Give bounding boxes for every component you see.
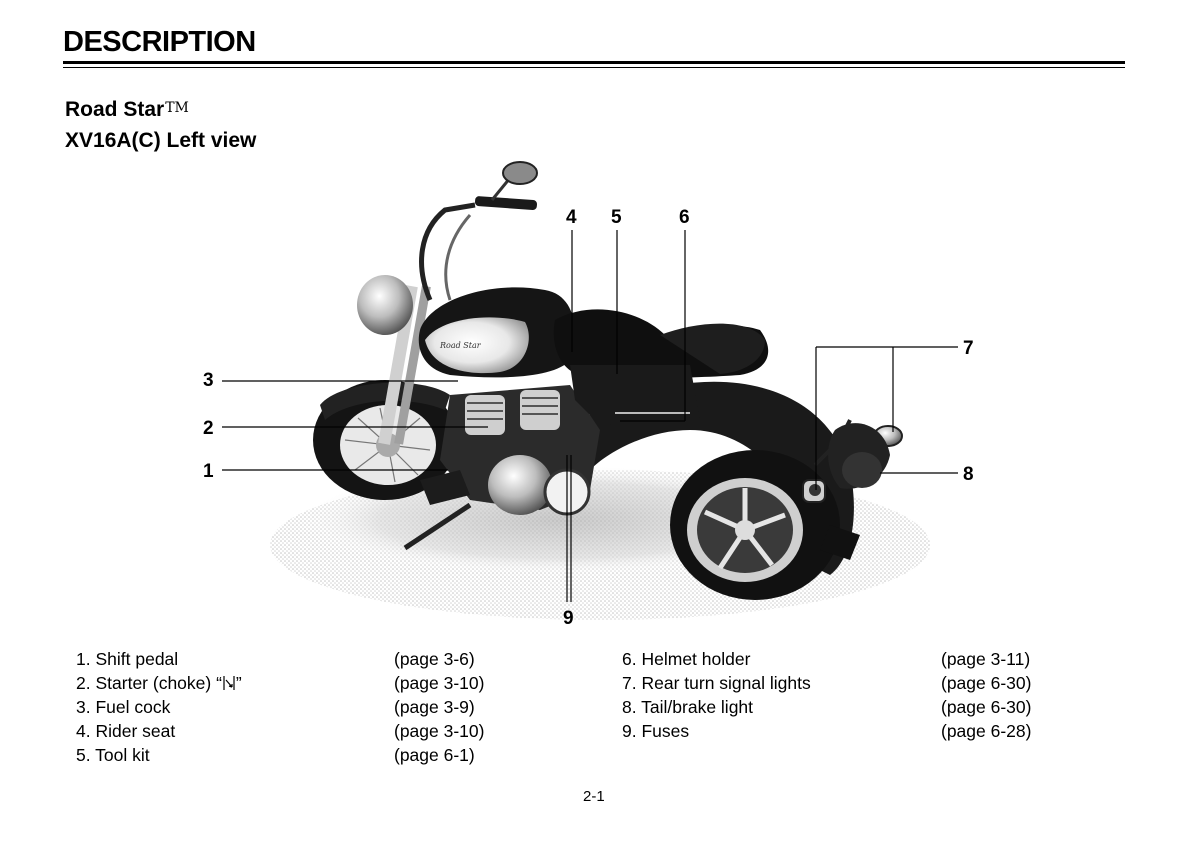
- legend-pages-right: (page 3-11) (page 6-30) (page 6-30) (pag…: [941, 647, 1031, 743]
- legend-item-9: 9. Fuses: [622, 721, 690, 741]
- rear-fender: [590, 381, 854, 575]
- view-title: XV16A(C) Left view: [65, 129, 257, 152]
- legend-item-4: 4. Rider seat: [76, 721, 176, 741]
- legend-labels-right: 6. Helmet holder 7. Rear turn signal lig…: [622, 647, 811, 743]
- model-name-text: Road Star: [65, 98, 165, 121]
- callout-9: 9: [563, 608, 574, 629]
- callout-5: 5: [611, 207, 622, 228]
- model-name: Road StarTM: [65, 98, 189, 122]
- svg-text:Road Star: Road Star: [439, 341, 482, 350]
- headlight: [357, 275, 413, 335]
- legend-pages-left: (page 3-6) (page 3-10) (page 3-9) (page …: [394, 647, 484, 767]
- page-number: 2-1: [583, 788, 605, 805]
- legend-page-7: (page 6-30): [941, 673, 1032, 693]
- callout-2: 2: [203, 418, 214, 439]
- legend-item-8: 8. Tail/brake light: [622, 697, 754, 717]
- legend-page-4: (page 3-10): [394, 721, 485, 741]
- mirror: [502, 161, 538, 185]
- legend-page-8: (page 6-30): [941, 697, 1032, 717]
- legend-item-2: 2. Starter (choke) “”: [76, 673, 242, 693]
- choke-icon: [223, 676, 235, 690]
- legend-page-9: (page 6-28): [941, 721, 1032, 741]
- legend-labels-left: 1. Shift pedal 2. Starter (choke) “” 3. …: [76, 647, 242, 767]
- title-rule-thin: [63, 67, 1125, 68]
- page-title: DESCRIPTION: [63, 26, 256, 58]
- legend-page-2: (page 3-10): [394, 673, 485, 693]
- callout-3: 3: [203, 370, 214, 391]
- callout-6: 6: [679, 207, 690, 228]
- trademark-symbol: TM: [165, 100, 189, 116]
- title-rule-thick: [63, 61, 1125, 64]
- legend-page-3: (page 3-9): [394, 697, 475, 717]
- legend-item-7: 7. Rear turn signal lights: [622, 673, 811, 693]
- callout-8: 8: [963, 464, 974, 485]
- legend-page-1: (page 3-6): [394, 649, 475, 669]
- callout-lines: [222, 230, 958, 602]
- legend-item-5: 5. Tool kit: [76, 745, 150, 765]
- legend-item-6: 6. Helmet holder: [622, 649, 751, 669]
- callout-7: 7: [963, 338, 974, 359]
- callout-4: 4: [566, 207, 577, 228]
- legend-item-1: 1. Shift pedal: [76, 649, 179, 669]
- legend-page-5: (page 6-1): [394, 745, 475, 765]
- callout-1: 1: [203, 461, 214, 482]
- legend-item-3: 3. Fuel cock: [76, 697, 171, 717]
- legend-page-6: (page 3-11): [941, 649, 1031, 669]
